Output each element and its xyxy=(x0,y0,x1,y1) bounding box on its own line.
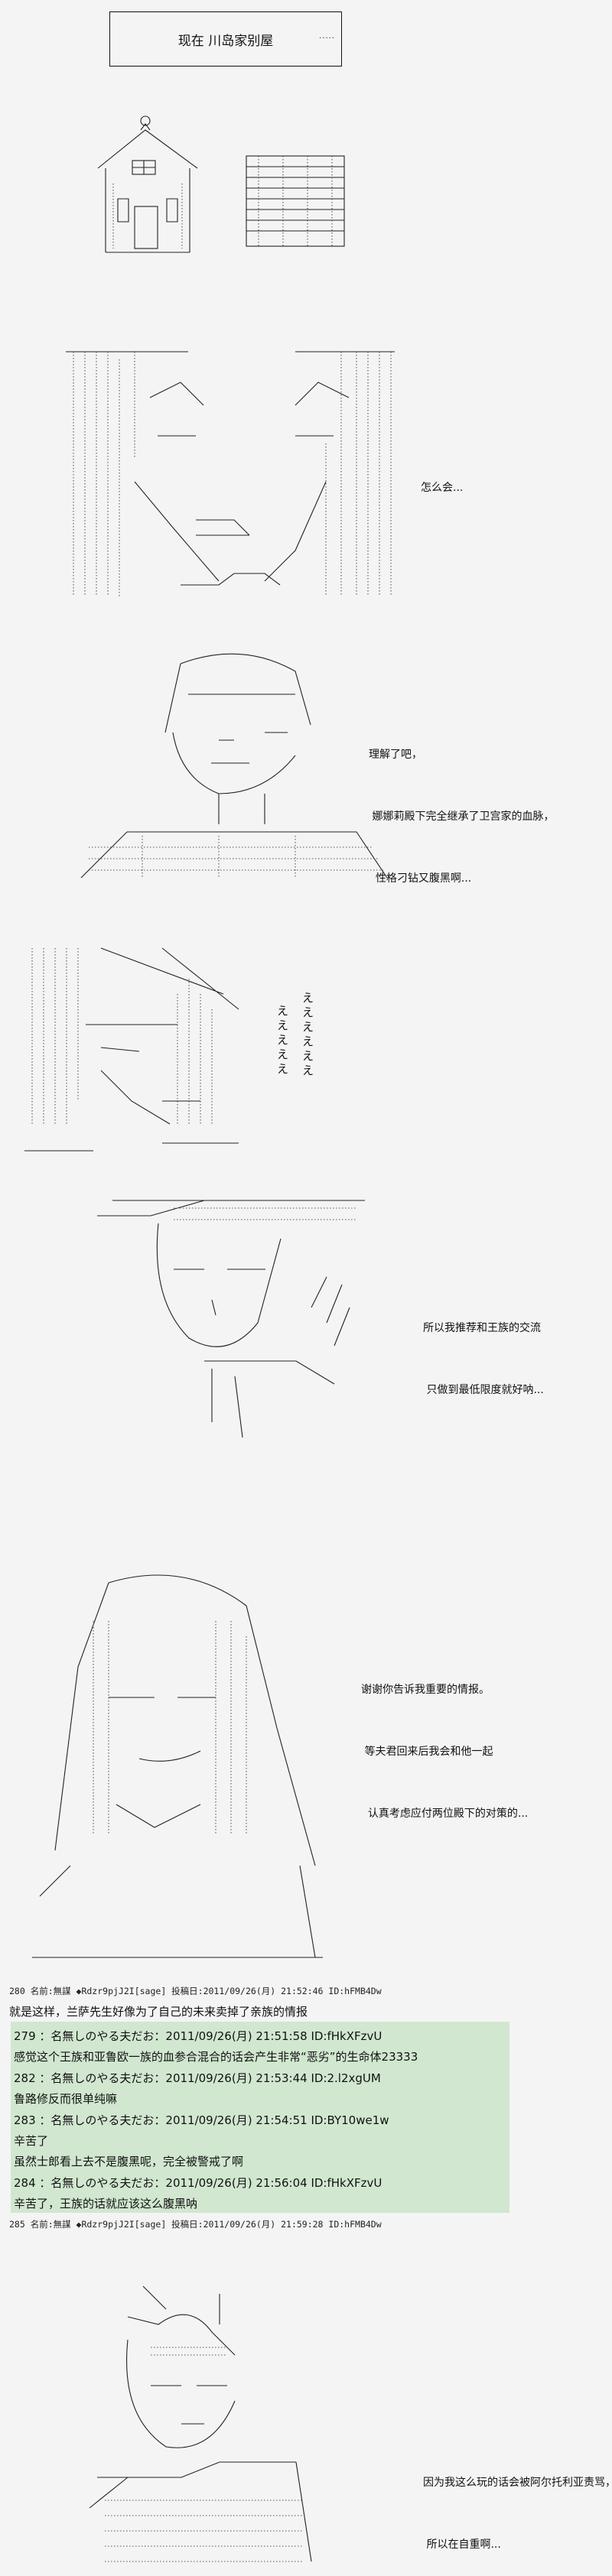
location-caption-box: 现在 川岛家别屋 ..... xyxy=(109,11,342,67)
brick-wall-illustration xyxy=(246,155,345,247)
reply-body: 辛苦了，王族的话就应该这么腹黑呐 xyxy=(14,2197,198,2211)
ascii-art-woman-thanking xyxy=(32,1574,323,1958)
quoted-replies-box: 279 ：名無しのやる夫だお：2011/09/26(月) 21:51:58 ID… xyxy=(11,2022,509,2213)
post-header-280: 280 名前:無謀 ◆Rdzr9pjJ2I[sage] 投稿日:2011/09/… xyxy=(9,1986,382,1996)
house-illustration xyxy=(97,115,198,253)
dialogue-line: 因为我这么玩的话会被阿尔托利亚责骂， xyxy=(423,2477,612,2489)
dialogue-scene5: 谢谢你告诉我重要的情报。 等夫君回来后我会和他一起 认真考虑应付两位殿下的对策的… xyxy=(361,1639,528,1845)
reply-header: 279 ：名無しのやる夫だお：2011/09/26(月) 21:51:58 ID… xyxy=(14,2029,382,2043)
ascii-art-character-advising xyxy=(97,1200,365,1438)
ascii-art-character-shocked xyxy=(66,351,395,596)
ascii-art-character-stammering xyxy=(24,947,239,1152)
dialogue-line: 性格刁钻又腹黑啊... xyxy=(369,872,472,885)
dialogue-line: 认真考虑应付两位殿下的对策的... xyxy=(361,1808,529,1820)
dialogue-scene4: 所以我推荐和王族的交流 只做到最低限度就好呐... xyxy=(423,1277,544,1421)
dialogue-line: 所以在自重啊... xyxy=(423,2539,501,2551)
dialogue-line: 理解了吧， xyxy=(369,749,422,761)
dialogue-line: 娜娜莉殿下完全继承了卫宫家的血脉， xyxy=(369,810,555,823)
ascii-art-character-explaining xyxy=(80,653,388,879)
reply-header: 282 ：名無しのやる夫だお：2011/09/26(月) 21:53:44 ID… xyxy=(14,2071,381,2085)
location-caption: 现在 川岛家别屋 xyxy=(177,33,274,49)
dialogue-line: 谢谢你告诉我重要的情报。 xyxy=(361,1684,490,1696)
dialogue-line: 只做到最低限度就好呐... xyxy=(423,1384,544,1396)
reply-body: 鲁路修反而很单纯嘛 xyxy=(14,2092,118,2107)
reply-header: 283 ：名無しのやる夫だお：2011/09/26(月) 21:54:51 ID… xyxy=(14,2113,389,2127)
post-header-285: 285 名前:無謀 ◆Rdzr9pjJ2I[sage] 投稿日:2011/09/… xyxy=(9,2219,382,2230)
ascii-art-character-restraining xyxy=(89,2285,312,2562)
dialogue-scene1: 怎么会... xyxy=(421,482,464,494)
dialogue-scene2: 理解了吧， 娜娜莉殿下完全继承了卫宫家的血脉， 性格刁钻又腹黑啊... xyxy=(369,703,554,910)
reply-body: 辛苦了 xyxy=(14,2134,49,2149)
dialogue-scene6: 因为我这么玩的话会被阿尔托利亚责骂， 所以在自重啊... xyxy=(423,2431,612,2576)
reply-body: 感觉这个王族和亚鲁欧一族的血参合混合的话会产生非常“恶劣”的生命体23333 xyxy=(14,2050,418,2064)
dialogue-line: 所以我推荐和王族的交流 xyxy=(423,1322,541,1334)
post-body-280: 就是这样，兰萨先生好像为了自己的未来卖掉了亲族的情报 xyxy=(9,2005,308,2019)
caption-box-dots: ..... xyxy=(319,32,335,41)
reply-header: 284 ：名無しのやる夫だお：2011/09/26(月) 21:56:04 ID… xyxy=(14,2175,382,2190)
dialogue-scene3-column: ええええええ xyxy=(302,991,314,1077)
dialogue-line: 等夫君回来后我会和他一起 xyxy=(361,1746,493,1758)
reply-body: 虽然士郎看上去不是腹黑呢，完全被警戒了啊 xyxy=(14,2155,244,2169)
dialogue-scene3-column: えええええ xyxy=(277,1004,289,1076)
